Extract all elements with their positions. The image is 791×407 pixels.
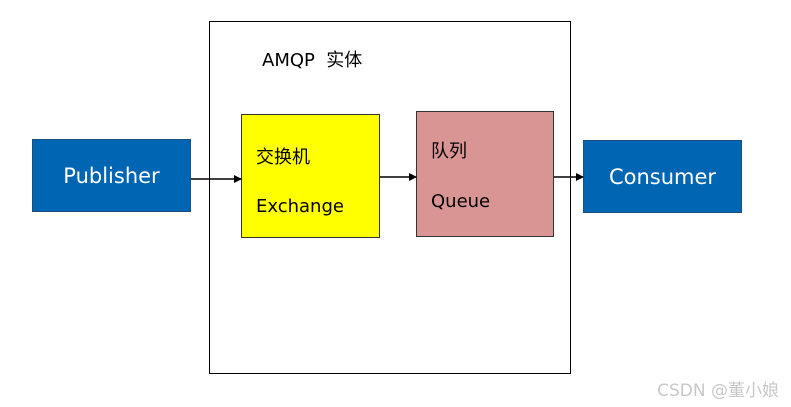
amqp-entity-title: AMQP 实体 [262,50,363,71]
publisher-node: Publisher [32,139,191,212]
exchange-node: 交换机 Exchange [241,114,380,238]
queue-node: 队列 Queue [416,111,554,237]
consumer-node: Consumer [583,140,742,213]
exchange-label-cn: 交换机 [256,147,310,168]
csdn-watermark: CSDN @董小娘 [657,381,779,401]
consumer-label: Consumer [608,164,717,189]
queue-label-cn: 队列 [431,141,467,162]
publisher-label: Publisher [63,163,160,188]
queue-label-en: Queue [431,191,491,212]
exchange-label-en: Exchange [256,196,344,217]
